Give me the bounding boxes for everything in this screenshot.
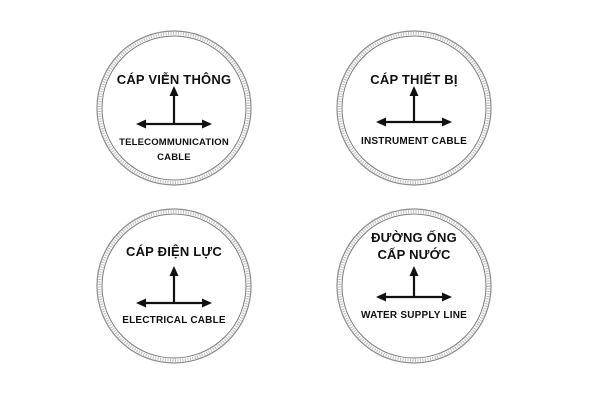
marker-ring	[335, 29, 493, 187]
marker-title-vn-line2: CẤP NƯỚC	[377, 247, 451, 262]
marker-title-vn: CÁP ĐIỆN LỰC	[125, 244, 222, 259]
marker-telecommunication-cable: CÁP VIỄN THÔNG TELECOMMUNICATION CABLE	[94, 28, 254, 188]
marker-title-vn: ĐƯỜNG ỐNG	[371, 230, 457, 245]
marker-ring	[335, 207, 493, 365]
marker-instrument-cable: CÁP THIẾT BỊ INSTRUMENT CABLE	[334, 28, 494, 188]
marker-title-en: TELECOMMUNICATION	[119, 137, 229, 148]
marker-title-en-line2: CABLE	[157, 152, 191, 163]
crossed-arrows-icon	[376, 86, 452, 127]
marker-title-vn: CÁP VIỄN THÔNG	[116, 72, 232, 87]
crossed-arrows-icon	[376, 266, 452, 302]
marker-title-vn: CÁP THIẾT BỊ	[370, 72, 458, 87]
marker-title-en: INSTRUMENT CABLE	[361, 136, 467, 147]
crossed-arrows-icon	[136, 266, 212, 308]
marker-water-supply-line: ĐƯỜNG ỐNG CẤP NƯỚC WATER SUPPLY LINE	[334, 206, 494, 366]
marker-ring	[95, 29, 253, 187]
marker-ring	[95, 207, 253, 365]
crossed-arrows-icon	[136, 86, 212, 129]
marker-title-en: ELECTRICAL CABLE	[122, 315, 226, 326]
marker-title-en: WATER SUPPLY LINE	[360, 310, 467, 321]
marker-electrical-cable: CÁP ĐIỆN LỰC ELECTRICAL CABLE	[94, 206, 254, 366]
